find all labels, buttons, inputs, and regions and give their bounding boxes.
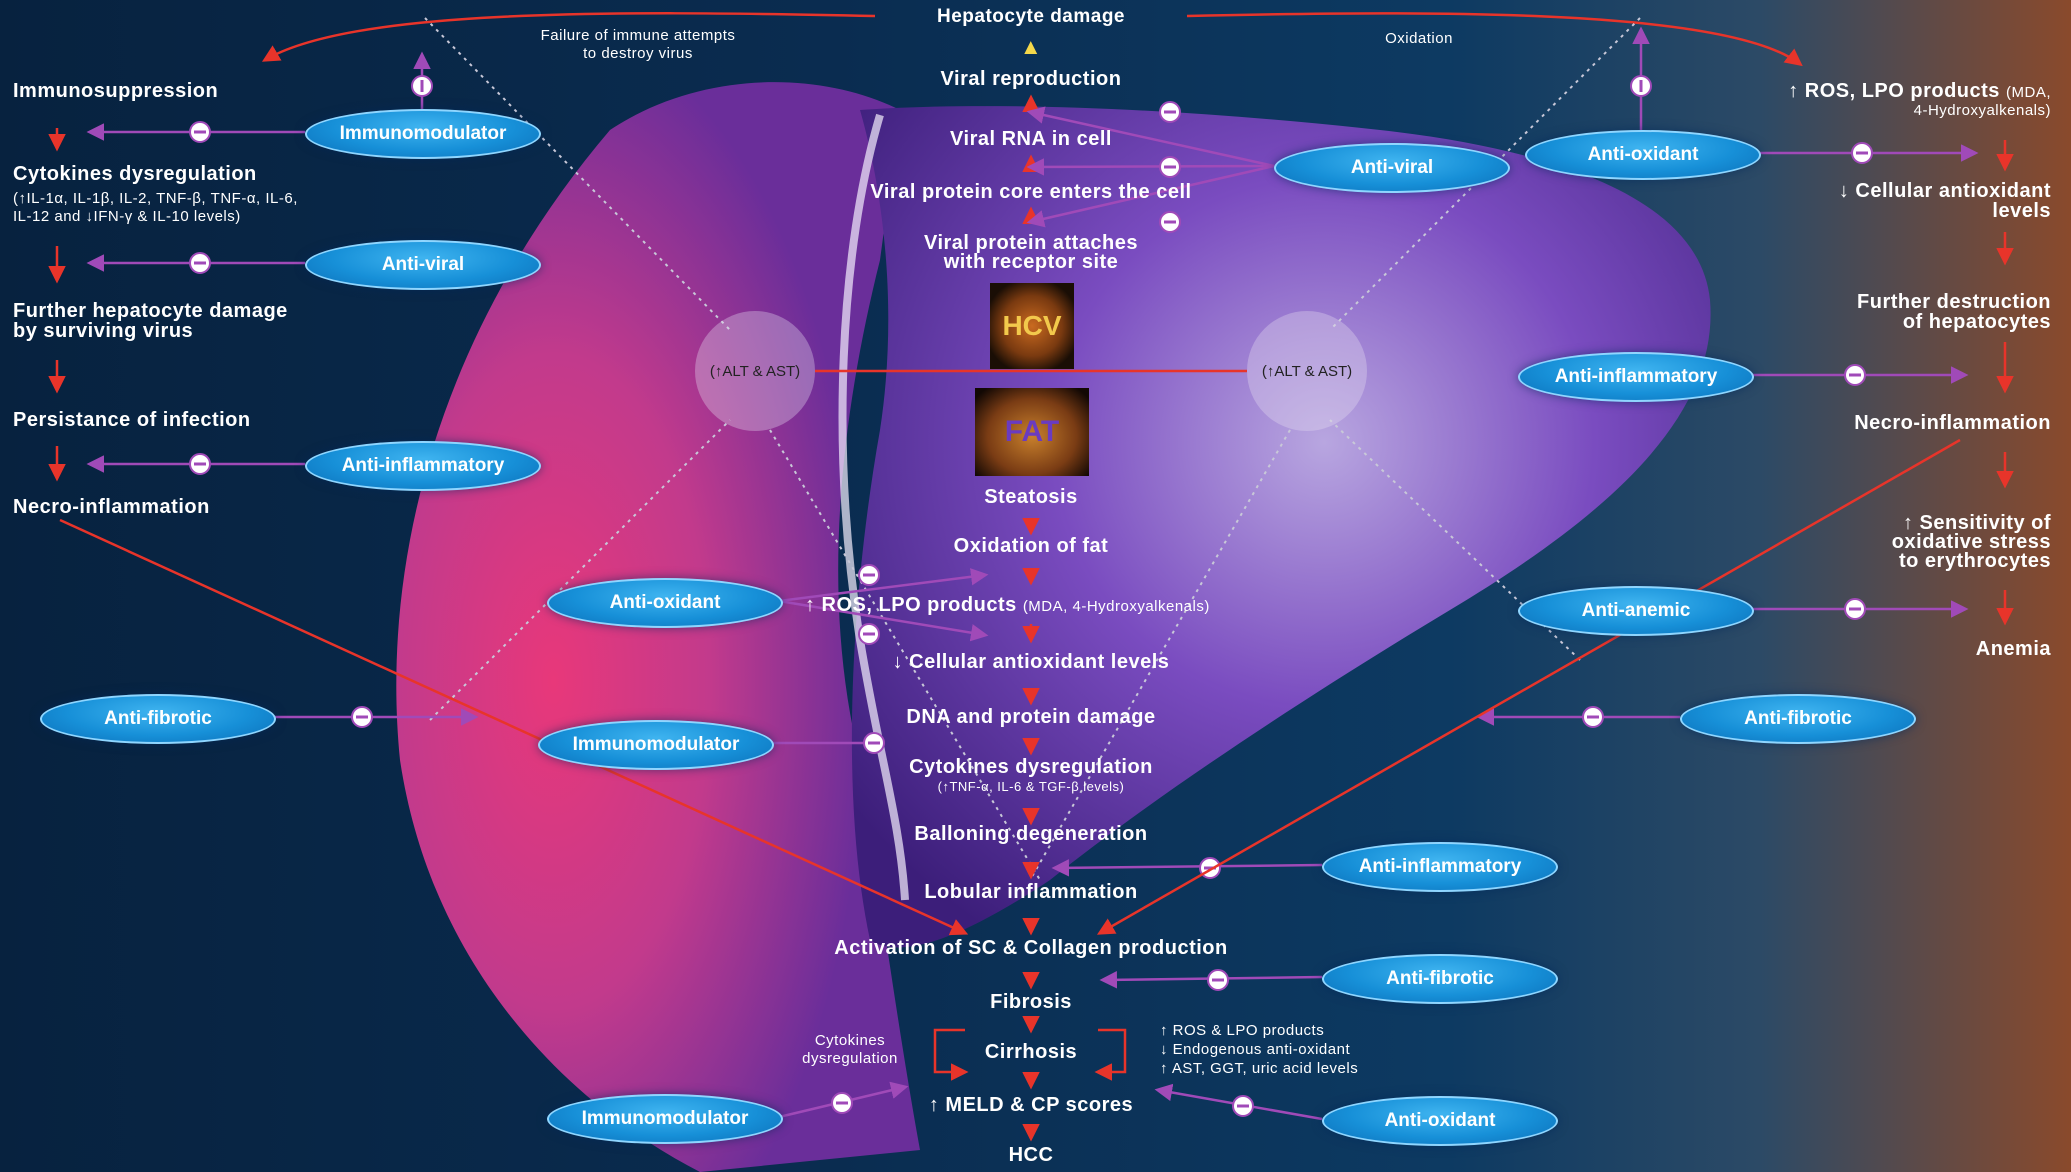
- further-damage-2: by surviving virus: [13, 320, 193, 343]
- minus-icon: [1856, 152, 1868, 155]
- ros-right-label: ↑ ROS, LPO products (MDA,: [1788, 80, 2051, 103]
- fat-liver-image: FAT: [975, 388, 1089, 476]
- minus-icon: [194, 262, 206, 265]
- inhibit-line: [1055, 865, 1322, 868]
- anti-oxidant-oval-bottom: Anti-oxidant: [1322, 1096, 1558, 1146]
- minus-icon: [1164, 111, 1176, 114]
- ballooning: Balloning degeneration: [914, 823, 1147, 846]
- minus-icon: [1237, 1105, 1249, 1108]
- minus-icon: [194, 463, 206, 466]
- anti-viral-oval-left: Anti-viral: [305, 240, 541, 290]
- persistance-label: Persistance of infection: [13, 409, 251, 432]
- minus-icon: [356, 716, 368, 719]
- alt-ast-circle-left: (↑ALT & AST): [695, 311, 815, 431]
- anti-fibrotic-oval-bottom: Anti-fibrotic: [1322, 954, 1558, 1004]
- steatosis: Steatosis: [984, 486, 1077, 509]
- immunomodulator-oval-bottom: Immunomodulator: [547, 1094, 783, 1144]
- viral-attach-2: with receptor site: [944, 251, 1119, 274]
- cellular-center: ↓ Cellular antioxidant levels: [893, 651, 1170, 674]
- ros-center: ↑ ROS, LPO products (MDA, 4-Hydroxyalken…: [805, 594, 1210, 617]
- minus-icon: [1849, 608, 1861, 611]
- cytokines-center: Cytokines dysregulation: [909, 756, 1153, 779]
- activation-sc: Activation of SC & Collagen production: [834, 937, 1227, 960]
- cytokines-label: Cytokines dysregulation: [13, 163, 257, 186]
- immunomodulator-oval-top: Immunomodulator: [305, 109, 541, 159]
- anti-oxidant-oval-center: Anti-oxidant: [547, 578, 783, 628]
- anti-inflammatory-oval-bottom: Anti-inflammatory: [1322, 842, 1558, 892]
- minus-icon: [1212, 979, 1224, 982]
- failure-note: Failure of immune attempts to destroy vi…: [533, 27, 743, 63]
- immunomodulator-oval-center: Immunomodulator: [538, 720, 774, 770]
- inhibit-line: [1030, 166, 1274, 167]
- minus-icon: [863, 574, 875, 577]
- oxidation-of-fat: Oxidation of fat: [954, 535, 1109, 558]
- minus-icon: [1164, 166, 1176, 169]
- hcv-virus-image: HCV: [990, 283, 1074, 369]
- anti-fibrotic-oval-right: Anti-fibrotic: [1680, 694, 1916, 744]
- minus-icon: [863, 633, 875, 636]
- anti-inflammatory-oval-left: Anti-inflammatory: [305, 441, 541, 491]
- top-right-curve: [1187, 13, 1800, 64]
- cirrhosis-loop-left: [935, 1030, 965, 1072]
- cirrhosis-note-3: ↑ AST, GGT, uric acid levels: [1160, 1060, 1358, 1077]
- sensitivity-3: to erythrocytes: [1899, 550, 2051, 573]
- anti-anemic-oval: Anti-anemic: [1518, 586, 1754, 636]
- minus-icon: [1164, 221, 1176, 224]
- cytokines-sub2: IL-12 and ↓IFN-γ & IL-10 levels): [13, 208, 241, 225]
- immunosuppression-label: Immunosuppression: [13, 80, 218, 103]
- hepatocyte-damage-label: Hepatocyte damage: [937, 6, 1125, 28]
- lobular-inflammation: Lobular inflammation: [924, 881, 1137, 904]
- minus-icon: [1587, 716, 1599, 719]
- cytokines-center-sub: (↑TNF-α, IL-6 & TGF-β levels): [938, 779, 1125, 794]
- oxidation-note: Oxidation: [1385, 30, 1453, 47]
- cytokines-note-2: dysregulation: [802, 1050, 898, 1067]
- cellular-right-2: levels: [1992, 200, 2051, 223]
- cirrhosis-note-1: ↑ ROS & LPO products: [1160, 1022, 1324, 1039]
- alt-ast-circle-right: (↑ALT & AST): [1247, 311, 1367, 431]
- cirrhosis-note-2: ↓ Endogenous anti-oxidant: [1160, 1041, 1350, 1058]
- meld-cp-scores: ↑ MELD & CP scores: [929, 1094, 1133, 1117]
- cytokines-sub1: (↑IL-1α, IL-1β, IL-2, TNF-β, TNF-α, IL-6…: [13, 190, 298, 207]
- dna-damage: DNA and protein damage: [906, 706, 1155, 729]
- ros-right-sub: 4-Hydroxyalkenals): [1914, 102, 2051, 119]
- minus-icon: [836, 1102, 848, 1105]
- hcc: HCC: [1009, 1144, 1054, 1167]
- viral-reproduction: Viral reproduction: [941, 68, 1122, 91]
- anti-viral-oval-center: Anti-viral: [1274, 143, 1510, 193]
- cirrhosis: Cirrhosis: [985, 1041, 1077, 1064]
- anemia-label: Anemia: [1976, 638, 2051, 661]
- anti-oxidant-oval-right: Anti-oxidant: [1525, 130, 1761, 180]
- minus-icon: [1849, 374, 1861, 377]
- fibrosis: Fibrosis: [990, 991, 1072, 1014]
- cirrhosis-loop-right: [1098, 1030, 1125, 1072]
- anti-inflammatory-oval-right: Anti-inflammatory: [1518, 352, 1754, 402]
- minus-icon: [194, 131, 206, 134]
- arrow-up-icon: ▲: [1020, 34, 1042, 60]
- viral-core: Viral protein core enters the cell: [870, 181, 1191, 204]
- anti-fibrotic-oval-left: Anti-fibrotic: [40, 694, 276, 744]
- minus-icon: [868, 742, 880, 745]
- viral-rna: Viral RNA in cell: [950, 128, 1112, 151]
- further-right-2: of hepatocytes: [1903, 311, 2051, 334]
- cytokines-note-1: Cytokines: [815, 1032, 885, 1049]
- necro-right-label: Necro-inflammation: [1854, 412, 2051, 435]
- plus-bar-icon: [421, 80, 424, 92]
- plus-bar-icon: [1640, 80, 1643, 92]
- necro-left-label: Necro-inflammation: [13, 496, 210, 519]
